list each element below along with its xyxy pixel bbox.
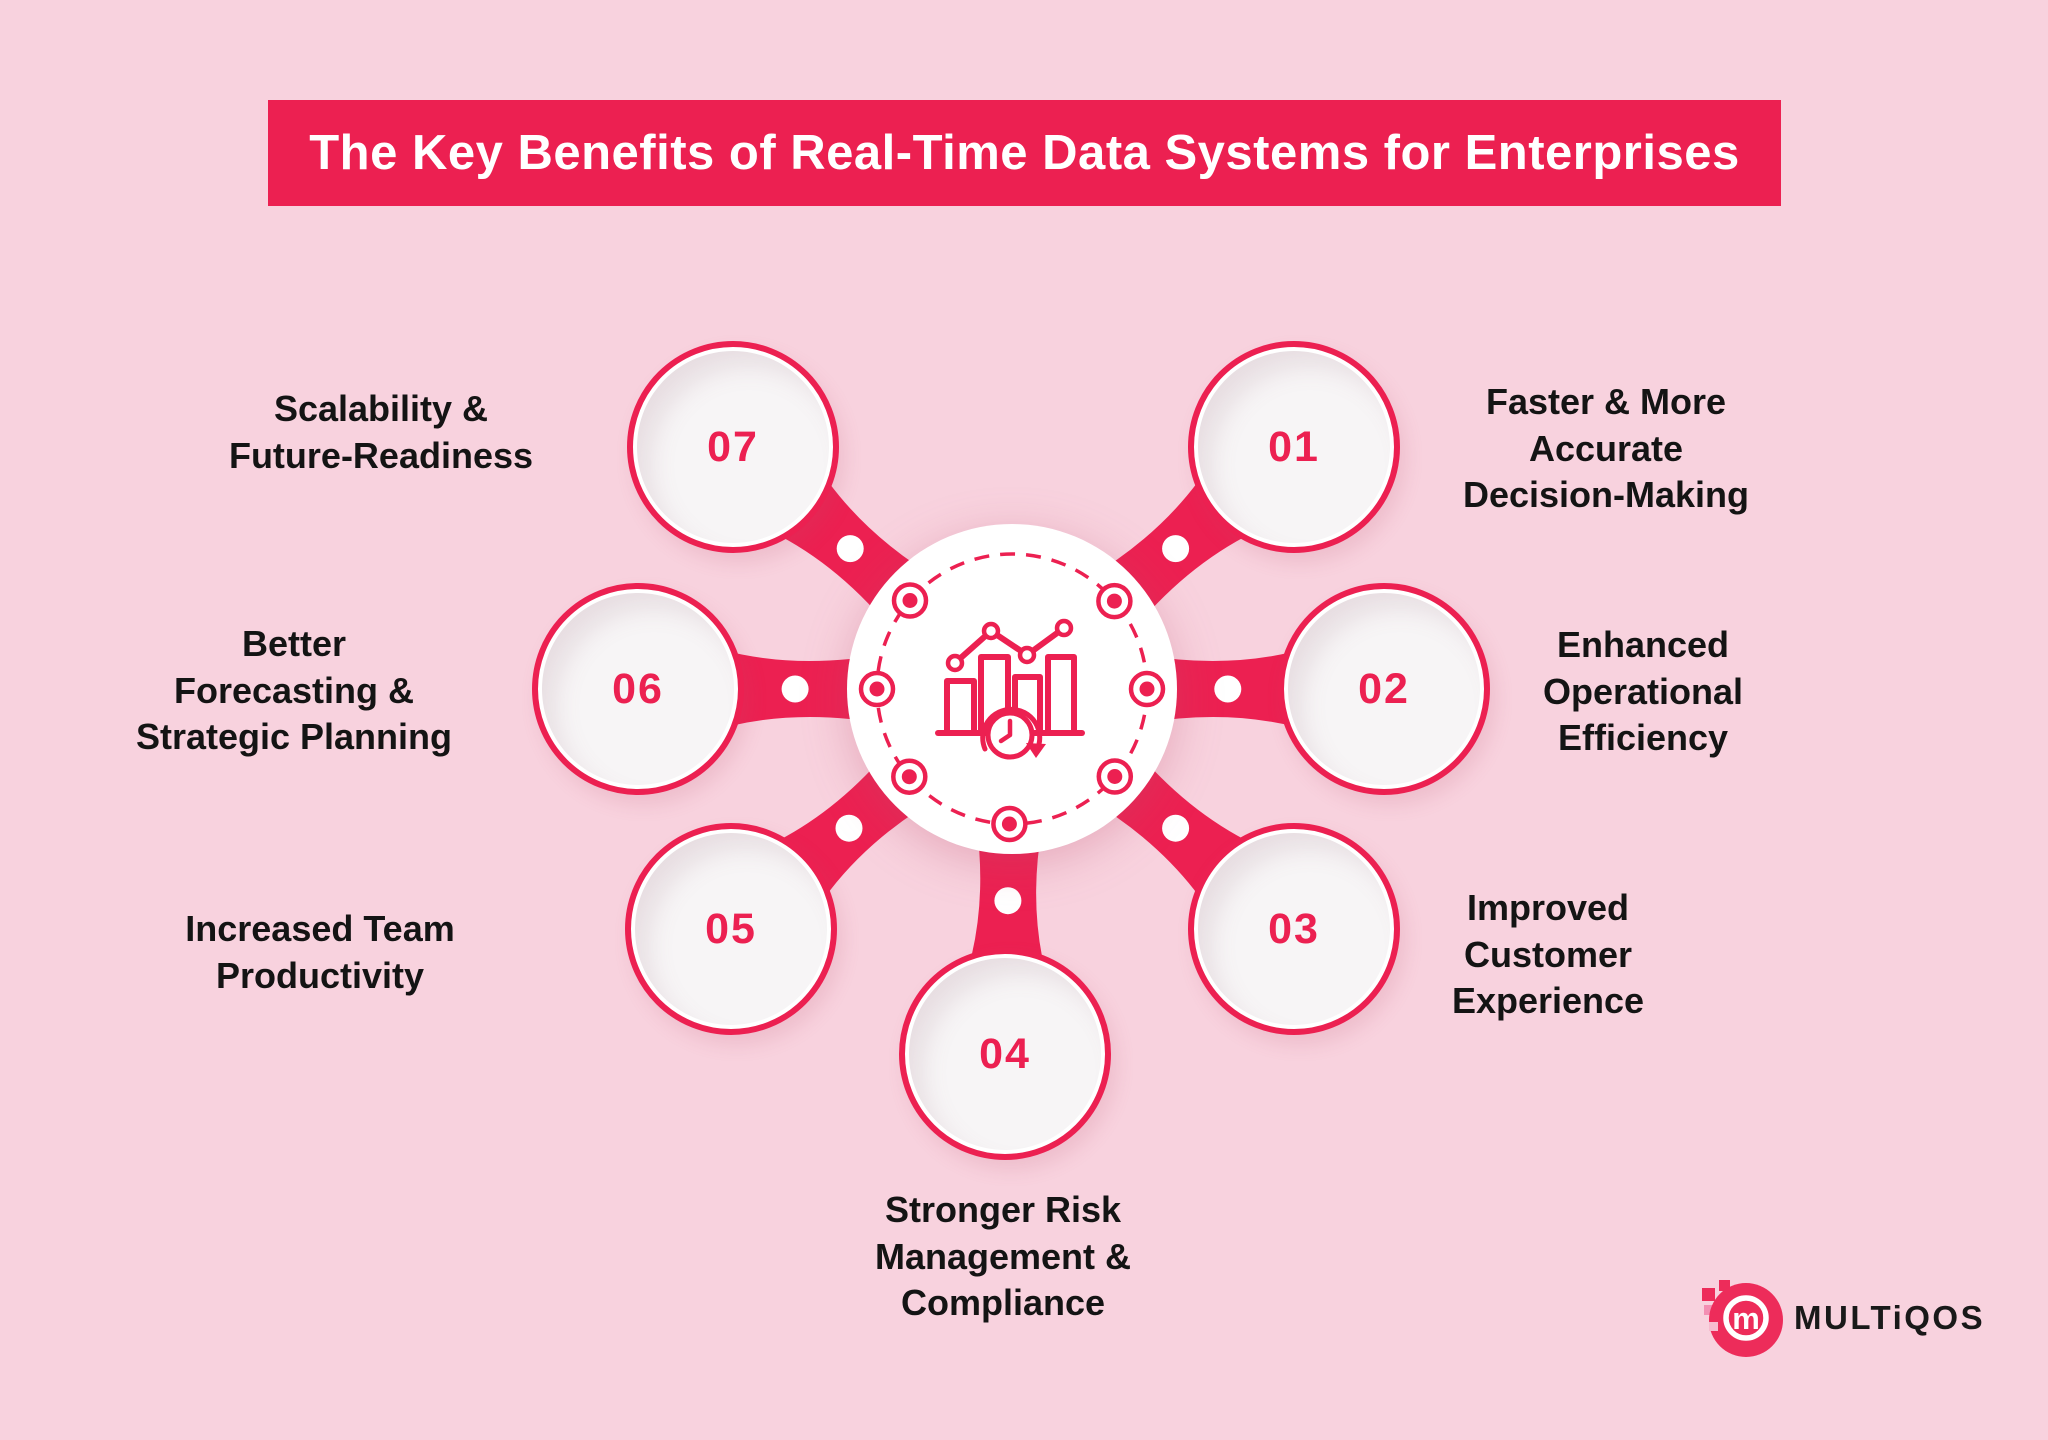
connector-dot-04 — [994, 887, 1022, 915]
benefit-label-line: Efficiency — [1557, 717, 1729, 759]
benefit-label-line: Scalability & — [273, 388, 489, 430]
icon-clock-hands — [998, 718, 1013, 744]
benefit-label-line: Better — [241, 622, 347, 664]
benefit-circle-05: 05 — [625, 823, 837, 1035]
benefit-label-line: Faster & More — [1485, 380, 1727, 422]
hub-orbit-marker-dot — [869, 681, 885, 697]
benefit-label-line: Operational — [1542, 670, 1744, 712]
benefit-circle-01: 01 — [1188, 341, 1400, 553]
hub-orbit-markers — [858, 582, 1166, 843]
connector-dot-02 — [1214, 675, 1242, 703]
title-banner: The Key Benefits of Real-Time Data Syste… — [268, 100, 1781, 206]
connector-dot-06 — [781, 675, 809, 703]
benefit-label-line: Accurate — [1528, 427, 1684, 469]
benefit-label-line: Forecasting & — [173, 669, 415, 711]
benefit-label-line: Improved — [1466, 886, 1630, 928]
icon-trend-node — [1017, 645, 1037, 665]
icon-trend-line — [952, 625, 1067, 666]
benefit-number: 05 — [705, 904, 757, 953]
realtime-analytics-icon — [935, 618, 1085, 760]
benefit-label-line: Strategic Planning — [135, 716, 453, 758]
benefit-number: 07 — [707, 422, 759, 471]
icon-trend-node — [1054, 618, 1074, 638]
benefit-circle-02: 02 — [1278, 583, 1490, 795]
benefit-number: 04 — [979, 1029, 1031, 1078]
logo: m MULTiQOS — [1700, 1276, 1985, 1360]
benefit-number: 02 — [1358, 664, 1410, 713]
benefit-label-line: Experience — [1451, 980, 1645, 1022]
hub-orbit-marker-dot — [1107, 769, 1123, 784]
hub-orbit-marker-dot — [1139, 681, 1155, 697]
logo-wordmark: MULTiQOS — [1794, 1299, 1986, 1336]
benefit-number: 03 — [1268, 904, 1320, 953]
benefit-circle-03: 03 — [1188, 823, 1400, 1035]
benefit-label-line: Customer — [1463, 933, 1633, 975]
connector-dot-07 — [836, 535, 864, 563]
page-title: The Key Benefits of Real-Time Data Syste… — [309, 126, 1740, 180]
icon-trend-node — [981, 621, 1001, 641]
connector-dot-03 — [1162, 814, 1190, 842]
benefit-label-line: Stronger Risk — [884, 1188, 1122, 1230]
benefit-circle-06: 06 — [532, 583, 744, 795]
connector-dot-05 — [835, 814, 863, 842]
benefit-label-line: Productivity — [215, 954, 425, 996]
icon-bar — [944, 678, 977, 736]
benefit-circle-04: 04 — [899, 948, 1111, 1160]
benefit-label-line: Compliance — [900, 1282, 1106, 1324]
benefit-number: 06 — [612, 664, 664, 713]
benefit-label-line: Decision-Making — [1462, 474, 1750, 516]
icon-bar — [1045, 654, 1077, 736]
hub-orbit-marker-dot — [1106, 593, 1122, 609]
hub-orbit-marker-dot — [902, 593, 918, 608]
benefit-circle-07: 07 — [627, 341, 839, 553]
benefit-label-line: Future-Readiness — [228, 434, 534, 476]
benefit-label-line: Management & — [874, 1235, 1132, 1277]
icon-trend-node — [945, 653, 965, 673]
benefit-label-line: Increased Team — [185, 908, 455, 950]
hub-orbit-marker-dot — [1001, 816, 1017, 832]
icon-refresh-arc — [980, 706, 1043, 753]
benefit-number: 01 — [1268, 422, 1320, 471]
connector-dot-01 — [1162, 535, 1190, 563]
hub-orbit-marker-dot — [901, 769, 917, 785]
benefit-label-line: Enhanced — [1556, 623, 1730, 665]
icon-refresh-arrowhead — [1026, 743, 1046, 758]
multiqos-logo-mark: m — [1702, 1280, 1783, 1357]
benefit-label-07: Scalability &Future-Readiness — [151, 386, 611, 480]
logo-monogram: m — [1732, 1301, 1760, 1336]
